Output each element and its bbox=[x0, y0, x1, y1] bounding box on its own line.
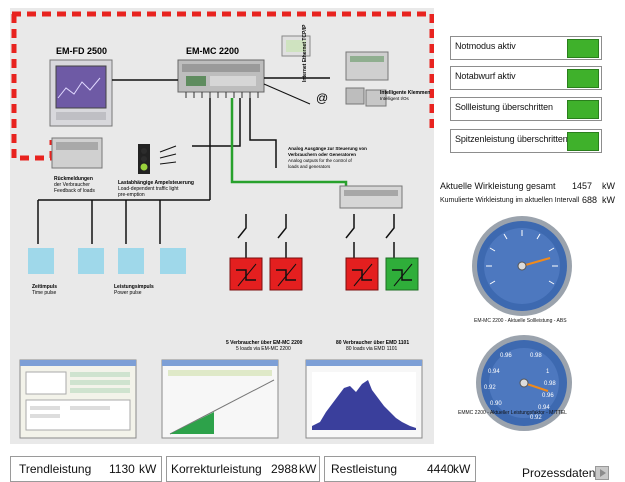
pulse-box bbox=[28, 248, 54, 274]
korr-value: 2988 bbox=[271, 462, 298, 476]
korr-unit: kW bbox=[299, 462, 317, 476]
gauge-needle bbox=[521, 257, 551, 267]
svg-text:0.92: 0.92 bbox=[530, 415, 542, 421]
verb5-en: 5 loads via EM-MC 2200 bbox=[236, 346, 291, 352]
status-label: Notabwurf aktiv bbox=[455, 71, 516, 81]
status-label: Spitzenleistung überschritten bbox=[455, 134, 568, 144]
prozessdaten-arrow-icon[interactable] bbox=[595, 466, 609, 480]
svg-text:0.96: 0.96 bbox=[542, 393, 554, 399]
verb5-de: 5 Verbraucher über EM-MC 2200 bbox=[226, 340, 303, 346]
status-led bbox=[567, 100, 599, 119]
pulse-box bbox=[78, 248, 104, 274]
em-mc-label: EM-MC 2200 bbox=[186, 46, 239, 56]
load-box-red bbox=[229, 257, 263, 291]
wirk-label: Aktuelle Wirkleistung gesamt bbox=[440, 181, 556, 191]
emd-device bbox=[339, 185, 403, 209]
analog-de-2: Verbrauchern oder Generatoren bbox=[288, 152, 356, 157]
analog-de-1: Analog Ausgänge zur Steuerung von bbox=[288, 146, 367, 151]
trend-label: Trendleistung bbox=[19, 462, 92, 476]
pulse-box bbox=[160, 248, 186, 274]
gauge1-caption: EM-MC 2200 - Aktuelle Sollleistung - ABS bbox=[474, 318, 567, 324]
system-diagram: EM-FD 2500 EM-MC 2200 Internet Ethernet … bbox=[10, 8, 434, 444]
kum-value: 688 bbox=[582, 195, 598, 205]
korr-label: Korrekturleistung bbox=[171, 462, 262, 476]
status-led bbox=[567, 132, 599, 151]
trend-unit: kW bbox=[139, 462, 157, 476]
green-wire bbox=[230, 98, 348, 190]
verb80-en: 80 loads via EMD 1101 bbox=[346, 346, 398, 352]
klemmen-label: Intelligente Klemmen bbox=[380, 90, 430, 96]
status-led bbox=[567, 69, 599, 88]
status-notmodus: Notmodus aktiv bbox=[450, 36, 602, 60]
status-led bbox=[567, 39, 599, 58]
thumbnail-settings[interactable] bbox=[19, 359, 137, 439]
rueck-de-2: der Verbraucher bbox=[54, 182, 90, 188]
status-label: Sollleistung überschritten bbox=[455, 102, 553, 112]
status-sollleistung: Sollleistung überschritten bbox=[450, 97, 602, 121]
ampel-en-2: pre-emption bbox=[118, 192, 145, 198]
zeit-en: Time pulse bbox=[32, 290, 56, 296]
at-symbol: @ bbox=[316, 91, 328, 105]
red-dashed-bus-left bbox=[11, 14, 55, 161]
ampel-en-1: Load-dependent traffic light bbox=[118, 186, 179, 192]
em-fd-screen bbox=[55, 65, 107, 109]
status-label: Notmodus aktiv bbox=[455, 41, 516, 51]
thumbnail-trend[interactable] bbox=[161, 359, 279, 439]
status-spitzenleistung: Spitzenleistung überschritten bbox=[450, 129, 602, 153]
rueck-de-1: Rückmeldungen bbox=[54, 176, 93, 182]
rueck-en: Feedback of loads bbox=[54, 188, 95, 194]
wirk-unit: kW bbox=[602, 181, 615, 191]
diagram-svg: EM-FD 2500 EM-MC 2200 Internet Ethernet … bbox=[11, 11, 434, 439]
kum-label: Kumulierte Wirkleistung im aktuellen Int… bbox=[440, 197, 580, 204]
gauge-sollleistung bbox=[472, 216, 572, 316]
gauge-leistungsfaktor: 0.96 0.98 1 0.94 0.92 0.90 0.98 0.96 0.9… bbox=[476, 335, 572, 431]
rest-label: Restleistung bbox=[331, 462, 398, 476]
ampel-de: Lastabhängige Ampelsteuerung bbox=[118, 180, 194, 186]
em-fd-label: EM-FD 2500 bbox=[56, 46, 107, 56]
svg-text:0.92: 0.92 bbox=[484, 385, 496, 391]
svg-text:0.98: 0.98 bbox=[530, 353, 542, 359]
thumbnail-histogram[interactable] bbox=[305, 359, 423, 439]
wirk-value: 1457 bbox=[572, 181, 593, 191]
verb80-de: 80 Verbraucher über EMD 1101 bbox=[336, 340, 409, 346]
trend-value: 1130 bbox=[109, 462, 135, 476]
pulse-box bbox=[118, 248, 144, 274]
zeit-de: Zeitimpuls bbox=[32, 284, 57, 290]
prozessdaten-link[interactable]: Prozessdaten bbox=[522, 466, 596, 480]
leist-de: Leistungsimpuls bbox=[114, 284, 154, 290]
red-dashed-bus bbox=[12, 11, 434, 132]
svg-text:0.98: 0.98 bbox=[544, 381, 556, 387]
klemmen-sub: Intelligent I/Os bbox=[380, 96, 410, 101]
load-box-red bbox=[269, 257, 303, 291]
svg-text:1: 1 bbox=[546, 369, 550, 375]
rest-value: 4440 bbox=[427, 462, 454, 476]
svg-text:0.96: 0.96 bbox=[500, 353, 512, 359]
kum-unit: kW bbox=[602, 195, 615, 205]
trend-box: Trendleistung 1130 kW bbox=[10, 456, 162, 482]
load-box-green bbox=[385, 257, 419, 291]
ethernet-label: Internet Ethernet TCP/IP bbox=[302, 24, 308, 82]
leist-en: Power pulse bbox=[114, 290, 142, 296]
svg-text:0.94: 0.94 bbox=[538, 405, 550, 411]
korr-box: Korrekturleistung 2988 kW bbox=[166, 456, 320, 482]
rest-unit: kW bbox=[453, 462, 471, 476]
analog-en-1: Analog outputs for the control of bbox=[288, 158, 353, 163]
status-notabwurf: Notabwurf aktiv bbox=[450, 66, 602, 90]
rest-box: Restleistung 4440 kW bbox=[324, 456, 476, 482]
svg-text:0.90: 0.90 bbox=[490, 401, 502, 407]
load-box-red bbox=[345, 257, 379, 291]
gauge2-caption: EMMC 2200 - Aktueller Leistungsfaktor - … bbox=[458, 410, 567, 416]
analog-en-2: loads and generators bbox=[288, 164, 331, 169]
svg-text:0.94: 0.94 bbox=[488, 369, 500, 375]
